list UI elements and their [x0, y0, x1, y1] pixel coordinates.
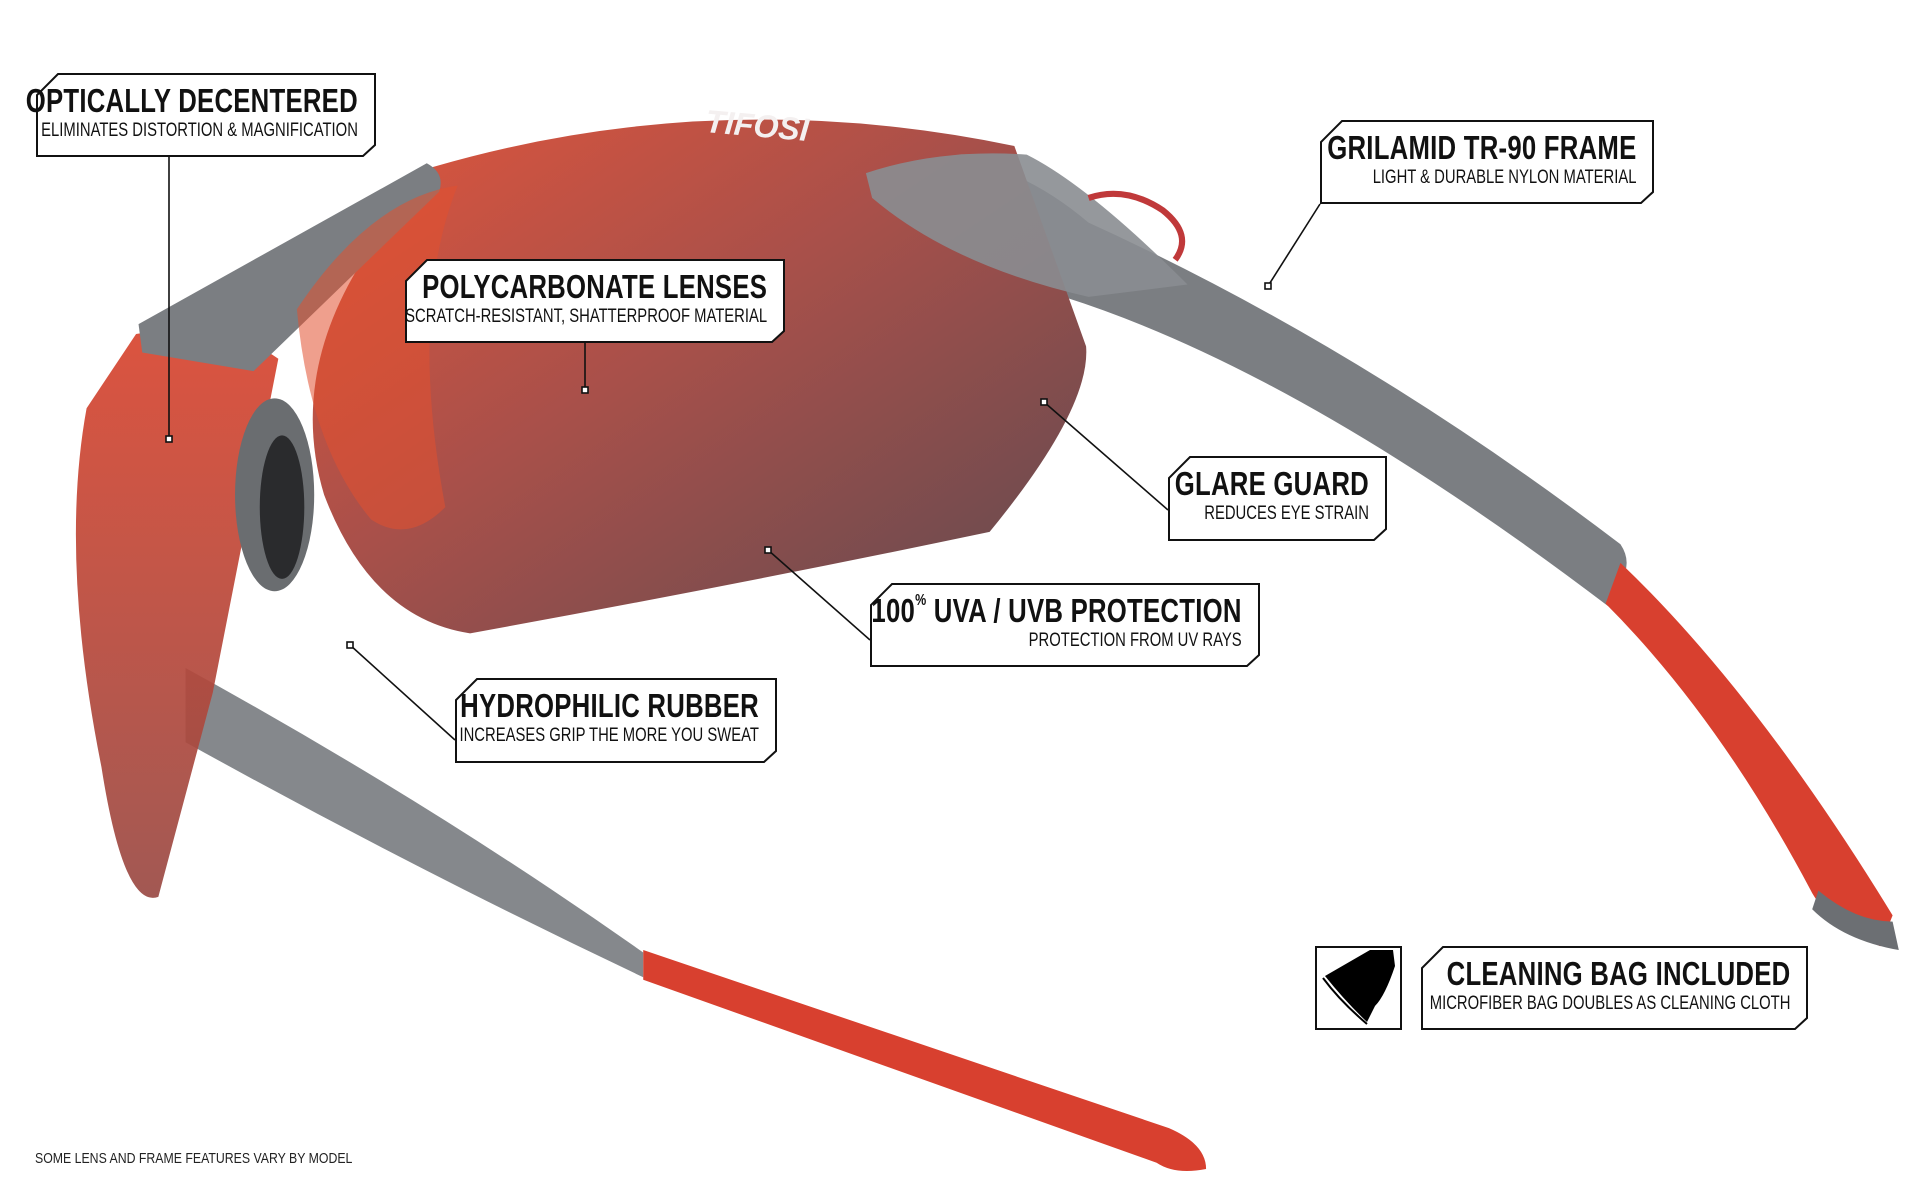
callout-subtitle: LIGHT & DURABLE NYLON MATERIAL	[1372, 167, 1636, 188]
callout-subtitle: ELIMINATES DISTORTION & MAGNIFICATION	[41, 120, 359, 141]
callout-subtitle: PROTECTION FROM UV RAYS	[1029, 630, 1242, 651]
footnote: SOME LENS AND FRAME FEATURES VARY BY MOD…	[35, 1150, 353, 1167]
uv-percent-value: 100	[871, 592, 916, 629]
frame-brow	[138, 163, 441, 372]
callout-title: POLYCARBONATE LENSES	[421, 268, 767, 305]
callout-subtitle: INCREASES GRIP THE MORE YOU SWEAT	[459, 725, 759, 746]
callout-title: OPTICALLY DECENTERED	[25, 82, 358, 119]
right-temple-rubber	[1605, 562, 1893, 947]
brand-logo-text: TIFOSI	[704, 103, 811, 148]
main-lens	[312, 119, 1087, 634]
callout-title: GLARE GUARD	[1174, 465, 1369, 502]
left-lens	[75, 329, 279, 898]
callout-title: CLEANING BAG INCLUDED	[1446, 955, 1790, 992]
callout-subtitle: MICROFIBER BAG DOUBLES AS CLEANING CLOTH	[1429, 993, 1790, 1014]
callout-subtitle: REDUCES EYE STRAIN	[1204, 503, 1369, 524]
callout-subtitle: SCRATCH-RESISTANT, SHATTERPROOF MATERIAL	[404, 306, 767, 327]
percent-sign: %	[915, 592, 927, 609]
cleaning-bag-icon	[1315, 946, 1402, 1030]
callout-title: GRILAMID TR-90 FRAME	[1326, 129, 1636, 166]
callout-title: HYDROPHILIC RUBBER	[460, 687, 759, 724]
left-temple-rubber	[643, 950, 1207, 1172]
leader-lines	[165, 157, 1321, 741]
callout-title: 100% UVA / UVB PROTECTION	[872, 593, 1242, 629]
uv-title-text: UVA / UVB PROTECTION	[926, 592, 1242, 629]
left-temple	[185, 667, 644, 978]
